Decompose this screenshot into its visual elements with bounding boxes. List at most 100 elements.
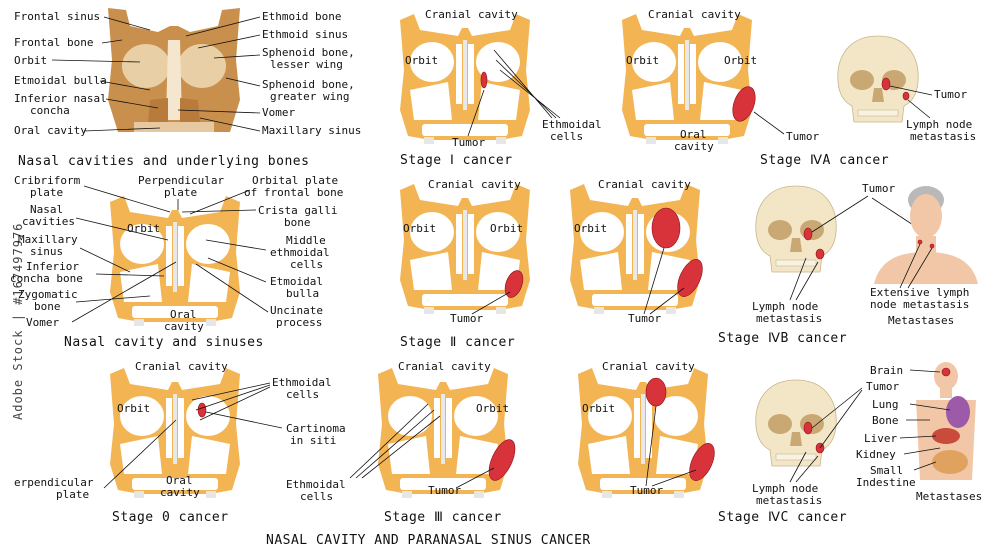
label-orbit-s4b: Orbit [574, 222, 607, 235]
label-zygomatic-bone: bone [34, 300, 61, 313]
label-lymph-s4a: Lymph node [906, 118, 972, 131]
label-cavity-s4a: cavity [674, 140, 714, 153]
label-oral-s4a: Oral [680, 128, 707, 141]
label-tumor-s1: Tumor [452, 136, 485, 149]
stage-4c-skull-tumor [803, 421, 813, 435]
label-tumor-s4b: Tumor [628, 312, 661, 325]
label-cranial-s3: Cranial cavity [398, 360, 491, 373]
stage-4c-illustration [578, 368, 708, 498]
label-node-metastasis: node metastasis [870, 298, 969, 311]
label-crista-bone: bone [284, 216, 311, 229]
label-of-frontal-bone: of frontal bone [244, 186, 343, 199]
label-tumor-s4c: Tumor [630, 484, 663, 497]
label-cranial-s4c: Cranial cavity [602, 360, 695, 373]
label-concha-bone: concha bone [10, 272, 83, 285]
label-bulla: bulla [286, 287, 319, 300]
label-sphenoid-greater: Sphenoid bone, [262, 78, 355, 91]
label-concha: concha [30, 104, 70, 117]
label-sphenoid-lesser: Sphenoid bone, [262, 46, 355, 59]
label-ethmoidal-s3: Ethmoidal [286, 478, 346, 491]
label-tumor-s4a-skull: Tumor [934, 88, 967, 101]
label-cranial-s0: Cranial cavity [135, 360, 228, 373]
label-oral-s0: Oral [166, 474, 193, 487]
label-maxillary: Maxillary [18, 233, 78, 246]
label-sinus: sinus [30, 245, 63, 258]
stage-4b-tumor-orbit [651, 207, 681, 249]
label-metastasis-s4a: metastasis [910, 130, 976, 143]
stage-4b-skull [755, 185, 837, 273]
label-lesser-wing: lesser wing [270, 58, 343, 71]
label-greater-wing: greater wing [270, 90, 349, 103]
anatomy-sinuses-illustration [110, 196, 240, 326]
label-maxillary-sinus: Maxillary sinus [262, 124, 361, 137]
caption-stage-1: Stage Ⅰ cancer [400, 153, 513, 168]
label-in-siti: in siti [290, 434, 336, 447]
stage-4a-skull-tumor [881, 77, 891, 91]
label-cells-mid: cells [290, 258, 323, 271]
label-orbit-s3: Orbit [476, 402, 509, 415]
label-cells-s0: cells [286, 388, 319, 401]
stage-4a-skull-node [902, 91, 910, 101]
label-orbit-s0: Orbit [117, 402, 150, 415]
stage-4a-skull [837, 35, 919, 123]
label-etmoidal: Etmoidal [270, 275, 323, 288]
caption-stage-4c: Stage ⅣC cancer [718, 510, 847, 525]
label-metastasis-s4b: metastasis [756, 312, 822, 325]
label-orbit-s1: Orbit [405, 54, 438, 67]
label-lymph-s4c: Lymph node [752, 482, 818, 495]
label-plate-s0: plate [56, 488, 89, 501]
stage-3-tumor-mark [488, 439, 516, 481]
label-ethmoid-sinus: Ethmoid sinus [262, 28, 348, 41]
watermark: Adobe Stock | #167497976 [11, 223, 25, 420]
label-erpendicular: erpendicular [14, 476, 94, 489]
label-cribriform-plate: plate [30, 186, 63, 199]
stage-4c-tumor-orbit [645, 377, 667, 407]
label-uncinate: Uncinate [270, 304, 323, 317]
main-title: NASAL CAVITY AND PARANASAL SINUS CANCER [266, 533, 591, 548]
label-perpendicular-plate: plate [164, 186, 197, 199]
label-orbit-s2b: Orbit [490, 222, 523, 235]
label-frontal-bone: Frontal bone [14, 36, 93, 49]
label-cartinoma: Cartinoma [286, 422, 346, 435]
label-cavity-sinuses: cavity [164, 320, 204, 333]
label-liver: Liver [864, 432, 897, 445]
label-cavity-s0: cavity [160, 486, 200, 499]
label-oral-cavity: Oral cavity [14, 124, 87, 137]
label-ethmoidal-mid: ethmoidal [270, 246, 330, 259]
label-cranial-s4a: Cranial cavity [648, 8, 741, 21]
label-vomer: Vomer [262, 106, 295, 119]
stage-1-illustration [400, 14, 530, 144]
label-crista-galli: Crista galli [258, 204, 337, 217]
label-orbit-s2: Orbit [403, 222, 436, 235]
label-inferior-nasal: Inferior nasal [14, 92, 107, 105]
stage-4b-skull-node [815, 248, 825, 260]
label-etmoidal-bulla: Etmoidal bulla [14, 74, 107, 87]
label-perpendicular: Perpendicular [138, 174, 224, 187]
label-cranial-s2: Cranial cavity [428, 178, 521, 191]
label-process: process [276, 316, 322, 329]
label-small: Small [870, 464, 903, 477]
label-bone: Bone [872, 414, 899, 427]
label-brain: Brain [870, 364, 903, 377]
stage-4c-body-illustration [916, 362, 976, 480]
stage-4a-illustration [622, 14, 752, 144]
label-cribriform: Cribriform [14, 174, 81, 187]
stage-0-carcinoma-mark [197, 402, 207, 418]
label-lymph-s4b: Lymph node [752, 300, 818, 313]
caption-stage-0: Stage 0 cancer [112, 510, 229, 525]
caption-stage-3: Stage Ⅲ cancer [384, 510, 502, 525]
caption-stage-4b: Stage ⅣB cancer [718, 331, 847, 346]
label-ethmoidal-s1: Ethmoidal [542, 118, 602, 131]
label-metastases-s4b: Metastases [888, 314, 954, 327]
label-cells-s1: cells [550, 130, 583, 143]
caption-nasal-bones: Nasal cavities and underlying bones [18, 154, 309, 169]
caption-nasal-sinuses: Nasal cavity and sinuses [64, 335, 264, 350]
label-kidney: Kidney [856, 448, 896, 461]
caption-stage-2: Stage Ⅱ cancer [400, 335, 515, 350]
label-tumor-s4b-skull: Tumor [862, 182, 895, 195]
label-extensive: Extensive lymph [870, 286, 969, 299]
label-cells-s3: cells [300, 490, 333, 503]
label-orbit-sinuses: Orbit [127, 222, 160, 235]
label-middle: Middle [286, 234, 326, 247]
label-vomer-sinuses: Vomer [26, 316, 59, 329]
